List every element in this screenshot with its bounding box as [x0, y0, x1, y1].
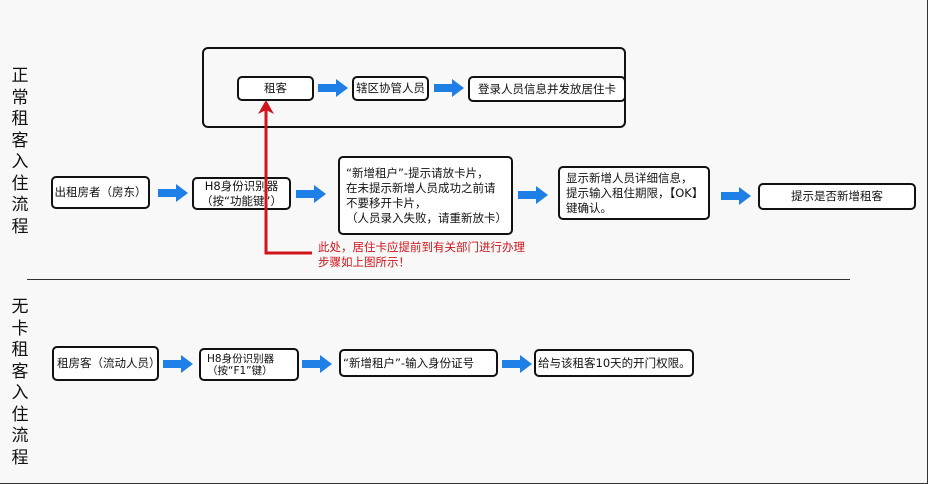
- node-add-tenant-place-card: “新增租户”-提示请放卡片， 在未提示新增人员成功之前请 不要移开卡片， （人员…: [338, 156, 513, 235]
- arrow-icon: [318, 79, 348, 97]
- arrow-icon: [296, 185, 326, 203]
- node-enter-id-number: “新增租户”-输入身份证号: [339, 349, 498, 377]
- node-tenant: 租客: [237, 76, 314, 101]
- red-note: 此处，居住卡应提前到有关部门进行办理 步骤如上图所示！: [318, 240, 525, 269]
- node-district-officer: 辖区协管人员: [352, 76, 429, 101]
- arrow-icon: [721, 187, 751, 205]
- arrow-icon: [434, 79, 464, 97]
- node-h8-reader-f1: H8身份识别器 （按“F1”键）: [199, 348, 299, 381]
- node-prompt-add-more: 提示是否新增租客: [758, 183, 916, 210]
- arrow-icon: [163, 355, 193, 373]
- node-h8-reader: H8身份识别器 （按“功能键”）: [192, 177, 291, 210]
- section-title-normal: 正常租客入住流程: [11, 66, 29, 237]
- node-show-details: 显示新增人员详细信息， 提示输入租住期限，【OK】 键确认。: [558, 166, 710, 220]
- node-landlord: 出租房者（房东）: [51, 176, 150, 209]
- arrow-icon: [302, 355, 332, 373]
- node-grant-10-days: 给与该租客10天的开门权限。: [534, 349, 694, 377]
- arrow-icon: [158, 184, 188, 202]
- arrow-icon: [518, 186, 548, 204]
- section-title-nocard: 无卡租客入住流程: [11, 297, 29, 468]
- node-migrant-tenant: 租房客（流动人员）: [52, 346, 161, 381]
- section-divider: [27, 279, 850, 280]
- arrow-icon: [502, 355, 532, 373]
- node-register-issue-card: 登录人员信息并发放居住卡: [468, 76, 626, 102]
